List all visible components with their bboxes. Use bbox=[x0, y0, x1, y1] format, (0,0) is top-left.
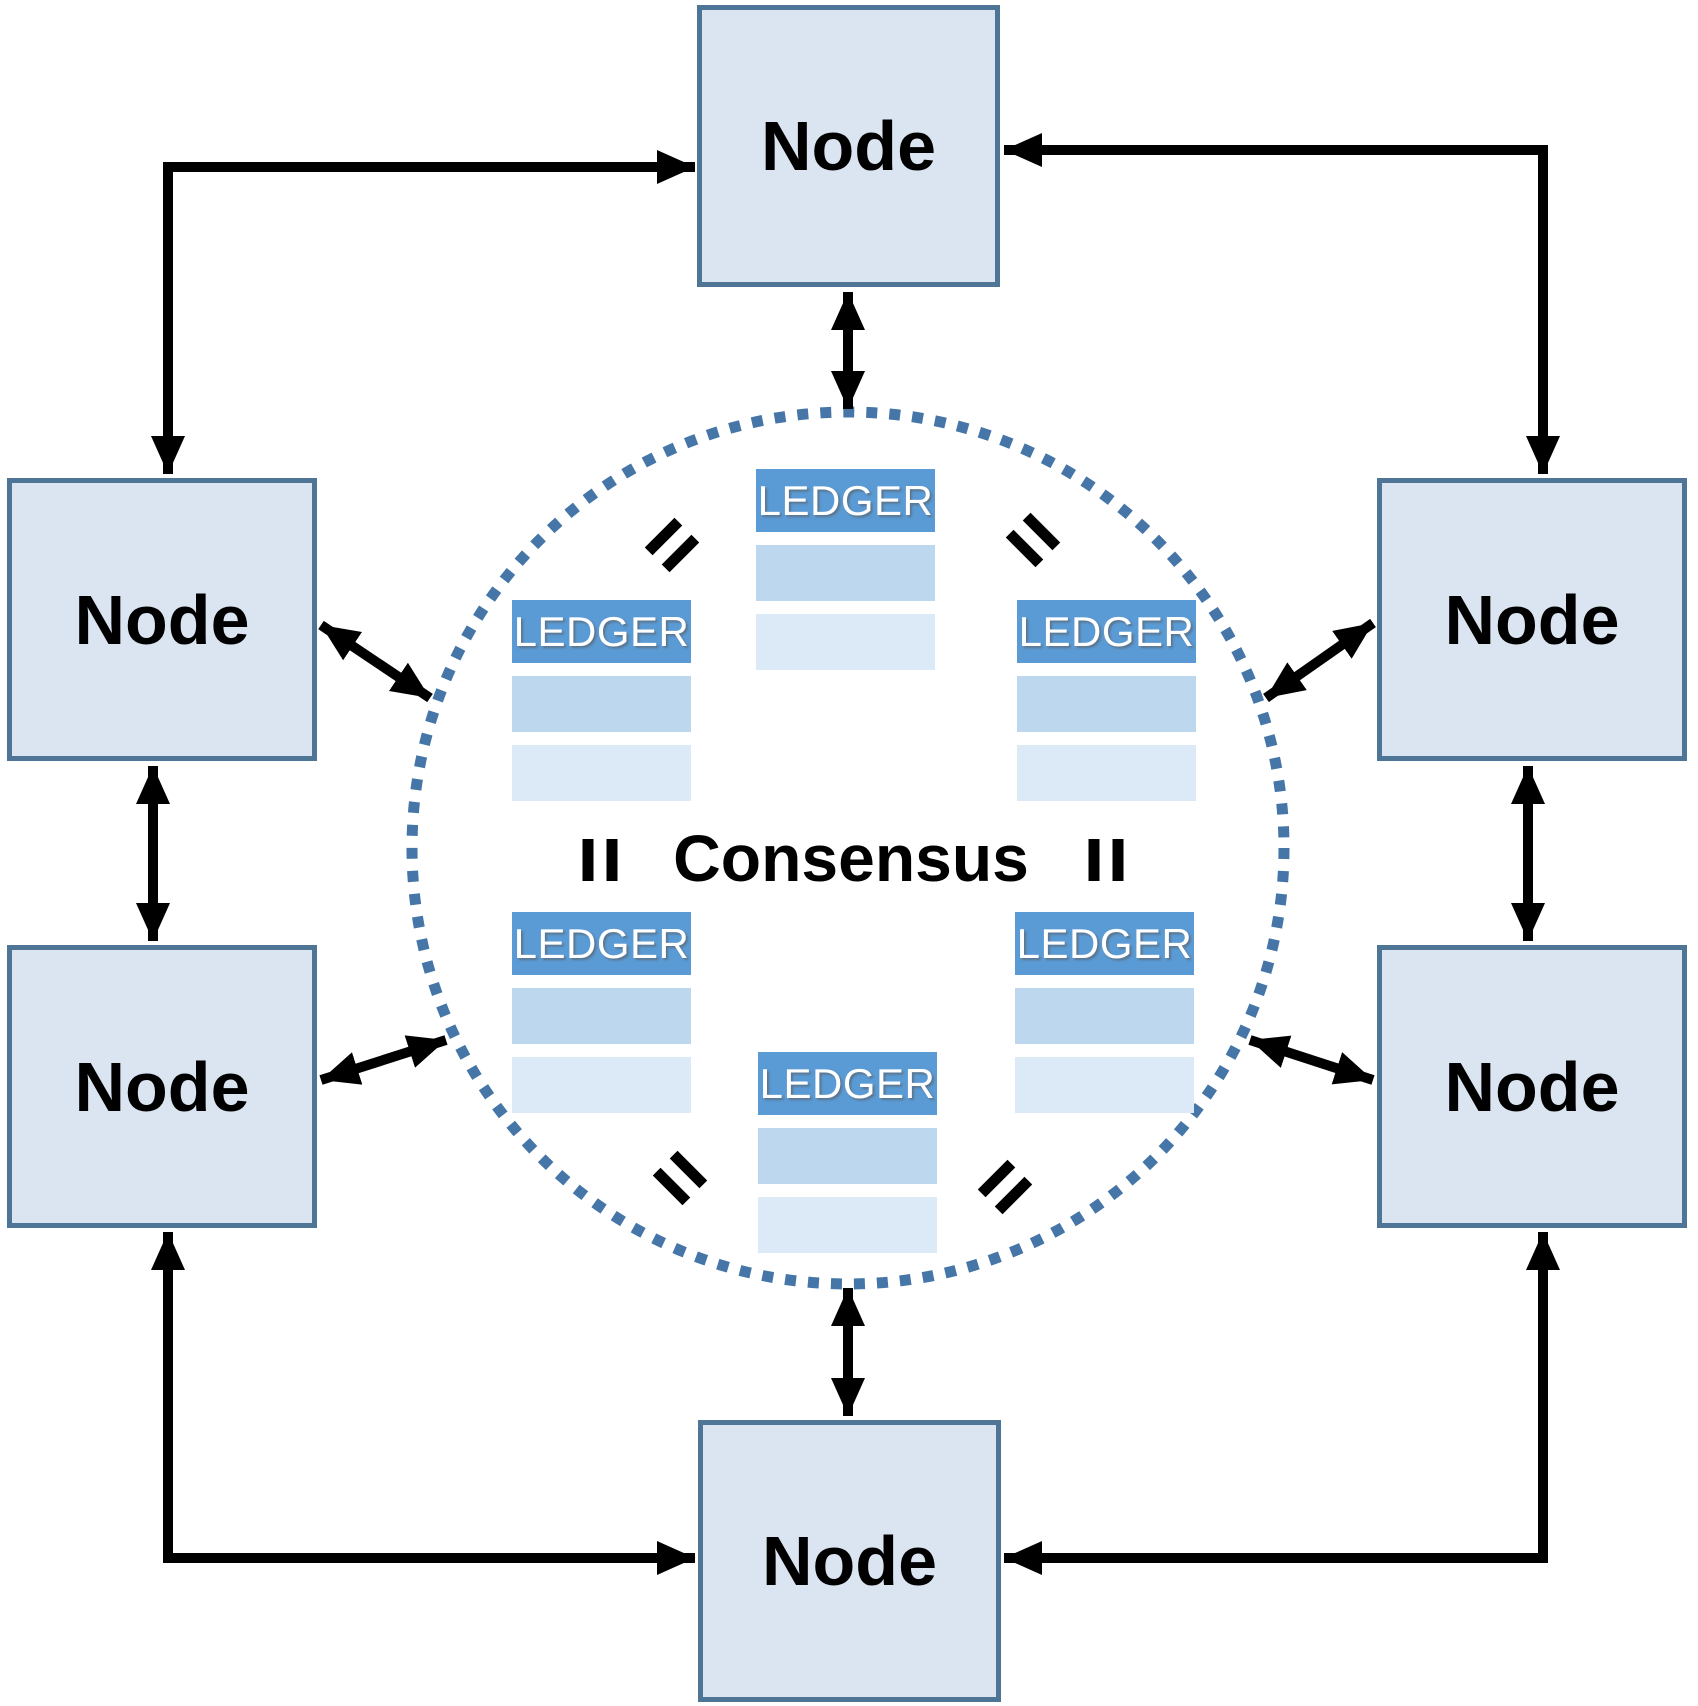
ledger-upper-right: LEDGER bbox=[1017, 600, 1196, 801]
node-label: Node bbox=[761, 107, 936, 185]
ledger-row bbox=[1017, 745, 1196, 801]
node-box-upper-left: Node bbox=[7, 478, 317, 761]
arrow-bottom-right-corner bbox=[1003, 1231, 1560, 1576]
equals-icon-top-left bbox=[644, 517, 700, 573]
consensus-circle bbox=[406, 406, 1290, 1290]
ledger-row bbox=[512, 745, 691, 801]
ledger-row bbox=[1015, 988, 1194, 1044]
arrow-bottom-left-corner bbox=[150, 1231, 696, 1575]
ledger-row bbox=[512, 988, 691, 1044]
node-label: Node bbox=[762, 1522, 937, 1600]
node-label: Node bbox=[1444, 1047, 1620, 1126]
node-box-lower-left: Node bbox=[7, 945, 317, 1228]
ledger-row bbox=[756, 545, 935, 601]
ledger-row bbox=[756, 614, 935, 670]
arrow-lower-left-node-to-circle bbox=[319, 1035, 448, 1085]
ledger-row bbox=[758, 1128, 937, 1184]
ledger-header: LEDGER bbox=[1015, 912, 1194, 975]
ledger-header: LEDGER bbox=[1017, 600, 1196, 663]
ledger-row bbox=[512, 1057, 691, 1113]
ledger-row bbox=[1015, 1057, 1194, 1113]
node-box-bottom: Node bbox=[698, 1420, 1001, 1702]
equals-icon-bottom-right bbox=[977, 1159, 1033, 1215]
node-box-upper-right: Node bbox=[1377, 478, 1687, 761]
ledger-row bbox=[512, 676, 691, 732]
arrow-lower-right-node-to-circle bbox=[1248, 1035, 1375, 1085]
ledger-lower-right: LEDGER bbox=[1015, 912, 1194, 1113]
ledger-lower-left: LEDGER bbox=[512, 912, 691, 1113]
node-label: Node bbox=[74, 580, 250, 659]
equals-icon-mid-right bbox=[1088, 839, 1124, 881]
ledger-upper-left: LEDGER bbox=[512, 600, 691, 801]
ledger-header: LEDGER bbox=[512, 600, 691, 663]
ledger-header: LEDGER bbox=[758, 1052, 937, 1115]
ledger-header: LEDGER bbox=[756, 469, 935, 532]
ledger-header: LEDGER bbox=[512, 912, 691, 975]
ledger-row bbox=[758, 1197, 937, 1253]
node-label: Node bbox=[74, 1047, 250, 1126]
ledger-bottom: LEDGER bbox=[758, 1052, 937, 1253]
equals-icon-bottom-left bbox=[652, 1150, 708, 1206]
arrow-upper-right-node-to-circle bbox=[1263, 618, 1376, 703]
ledger-top: LEDGER bbox=[756, 469, 935, 670]
node-label: Node bbox=[1444, 580, 1620, 659]
ledger-row bbox=[1017, 676, 1196, 732]
arrow-upper-left-node-to-circle bbox=[318, 620, 433, 703]
node-box-lower-right: Node bbox=[1377, 945, 1687, 1228]
consensus-title: Consensus bbox=[673, 821, 1029, 895]
equals-icon-top-right bbox=[1005, 512, 1061, 568]
equals-icon-mid-left bbox=[582, 839, 618, 881]
arrow-top-right-corner bbox=[1003, 133, 1561, 475]
arrow-top-left-corner bbox=[151, 149, 696, 475]
node-box-top: Node bbox=[697, 5, 1000, 287]
